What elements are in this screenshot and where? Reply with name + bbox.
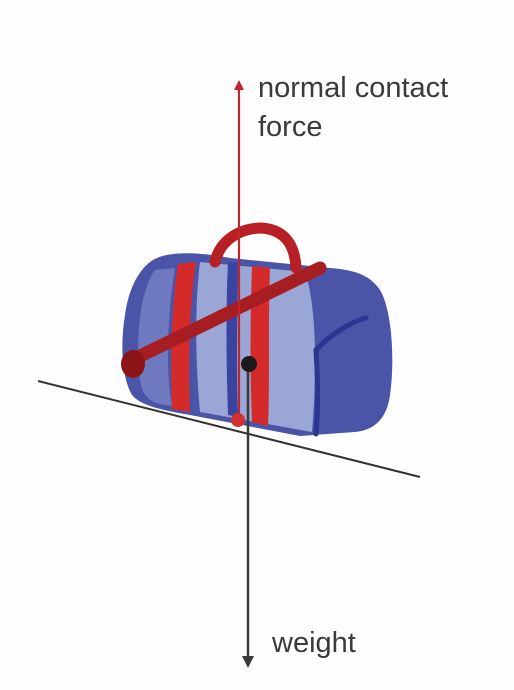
bag-left-panel <box>138 268 175 406</box>
inclined-surface-line <box>37 380 421 478</box>
contact-point-dot <box>231 413 245 427</box>
bag-shoulder-strap <box>125 261 327 367</box>
centre-of-mass-dot <box>241 356 257 372</box>
bag-right-seam-lower <box>313 347 320 437</box>
normal-force-label-line1: normal contact <box>258 72 448 104</box>
strap-buckle <box>121 350 145 378</box>
bag-blue-stripe <box>226 262 238 417</box>
duffel-bag-icon <box>121 222 393 437</box>
normal-force-label-line2: force <box>258 111 322 143</box>
bag-right-seam <box>313 315 369 353</box>
bag-handle <box>209 222 302 274</box>
weight-label: weight <box>271 627 356 659</box>
bag-right-end <box>312 276 392 434</box>
